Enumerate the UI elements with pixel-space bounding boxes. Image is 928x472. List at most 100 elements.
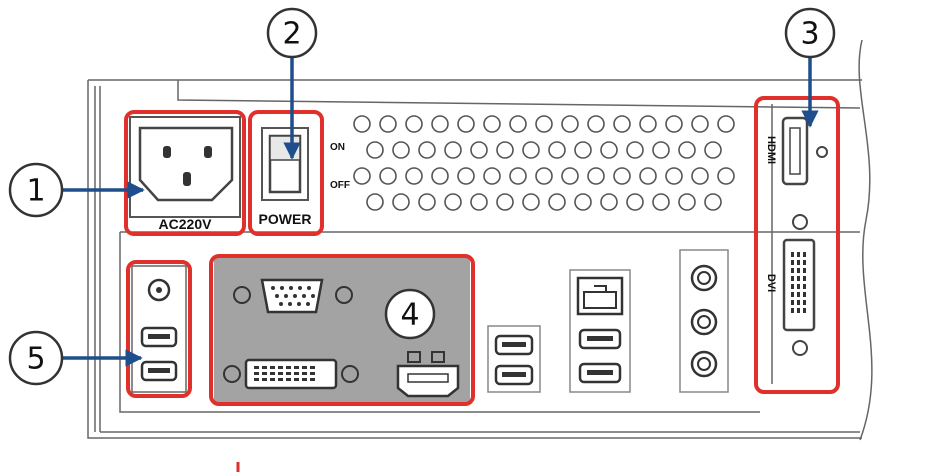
vent-hole (665, 167, 683, 185)
onboard-video-block (214, 258, 470, 402)
dvi-pin (294, 378, 299, 381)
highlight-boxes (124, 96, 840, 406)
ac-label: AC220V (159, 216, 213, 232)
vent-hole (626, 193, 644, 211)
dvi-pin (797, 308, 800, 313)
vent-hole (574, 141, 592, 159)
dvi-pin (270, 378, 275, 381)
vga-pins (271, 286, 315, 306)
vent-hole (639, 167, 657, 185)
vent-hole (392, 193, 410, 211)
dvi-pin (797, 260, 800, 265)
callout-3: 3 (784, 7, 836, 59)
vent-hole (691, 167, 709, 185)
vent-hole (587, 115, 605, 133)
dvi-pin (262, 372, 267, 375)
vga-pin (289, 286, 293, 290)
vent-hole (600, 193, 618, 211)
vent-hole (444, 193, 462, 211)
vent-hole (548, 141, 566, 159)
ac-pin-left (163, 146, 171, 158)
dvi-pin (302, 366, 307, 369)
callout-3-number: 3 (800, 17, 819, 52)
ac-pin-right (204, 146, 212, 158)
audio-jack-1[interactable] (690, 264, 718, 292)
dvi-pin (803, 260, 806, 265)
ps2-usb-column (131, 265, 187, 393)
dvi-pin (797, 276, 800, 281)
callout-5: 5 (8, 330, 64, 386)
hdmi-port-onboard[interactable] (396, 364, 460, 398)
vent-hole (496, 193, 514, 211)
vga-pin (293, 294, 297, 298)
dvi-pin (262, 378, 267, 381)
vent-hole (613, 115, 631, 133)
vga-pin (275, 294, 279, 298)
dvi-pin (791, 284, 794, 289)
vent-hole (678, 141, 696, 159)
vent-hole (431, 115, 449, 133)
usb-pair-middle (487, 325, 541, 393)
dvi-pin (803, 252, 806, 257)
vent-hole (717, 167, 735, 185)
dvi-pin (270, 366, 275, 369)
vent-hole (405, 167, 423, 185)
vga-pin (271, 286, 275, 290)
dvi-pin (286, 378, 291, 381)
vent-hole (509, 115, 527, 133)
dvi-pin (797, 284, 800, 289)
vent-hole (392, 141, 410, 159)
dvi-pin (797, 292, 800, 297)
dvi-pin (803, 268, 806, 273)
callout-4-number: 4 (400, 298, 419, 333)
vent-hole (561, 167, 579, 185)
vent-hole (613, 167, 631, 185)
vent-hole (535, 115, 553, 133)
dvi-pin (310, 378, 315, 381)
vent-hole (574, 193, 592, 211)
highlight-ps2-usb (126, 260, 192, 398)
vent-hole (379, 167, 397, 185)
switch-on-label: ON (330, 142, 345, 153)
dvi-pin (803, 284, 806, 289)
dvi-pin (803, 292, 806, 297)
vent-hole (444, 141, 462, 159)
vent-hole (405, 115, 423, 133)
audio-jacks (679, 249, 729, 393)
callout-5-number: 5 (26, 342, 45, 377)
dvi-pin (791, 308, 794, 313)
vent-hole (717, 115, 735, 133)
dvi-pin (262, 366, 267, 369)
hdmi-port-vertical[interactable] (781, 116, 809, 186)
graphics-card-ports: HDMI DVI (765, 104, 828, 384)
dvi-pin (791, 260, 794, 265)
vga-pin (302, 294, 306, 298)
vent-hole (509, 167, 527, 185)
vent-hole (587, 167, 605, 185)
vent-hole (470, 141, 488, 159)
callout-4: 4 (384, 288, 436, 340)
highlight-ac-inlet (124, 110, 246, 236)
callout-2-number: 2 (282, 17, 301, 52)
vent-hole (652, 193, 670, 211)
callout-1-number: 1 (26, 174, 45, 209)
dvi-pin (310, 366, 315, 369)
callout-arrows (63, 55, 819, 367)
power-switch[interactable]: POWER (259, 127, 312, 227)
dvi-pin (797, 300, 800, 305)
audio-jack-2[interactable] (690, 308, 718, 336)
dvi-pins (791, 252, 806, 313)
dvi-pin (791, 276, 794, 281)
highlight-graphics-card (754, 96, 840, 394)
highlight-onboard-video (209, 254, 475, 406)
dvi-pin (278, 372, 283, 375)
vent-hole (353, 167, 371, 185)
audio-jack-3[interactable] (690, 350, 718, 378)
dvi-pin (791, 300, 794, 305)
vga-pin (307, 286, 311, 290)
vent-hole (652, 141, 670, 159)
dvi-pin (791, 268, 794, 273)
vent-hole (691, 115, 709, 133)
dvi-pin (803, 300, 806, 305)
